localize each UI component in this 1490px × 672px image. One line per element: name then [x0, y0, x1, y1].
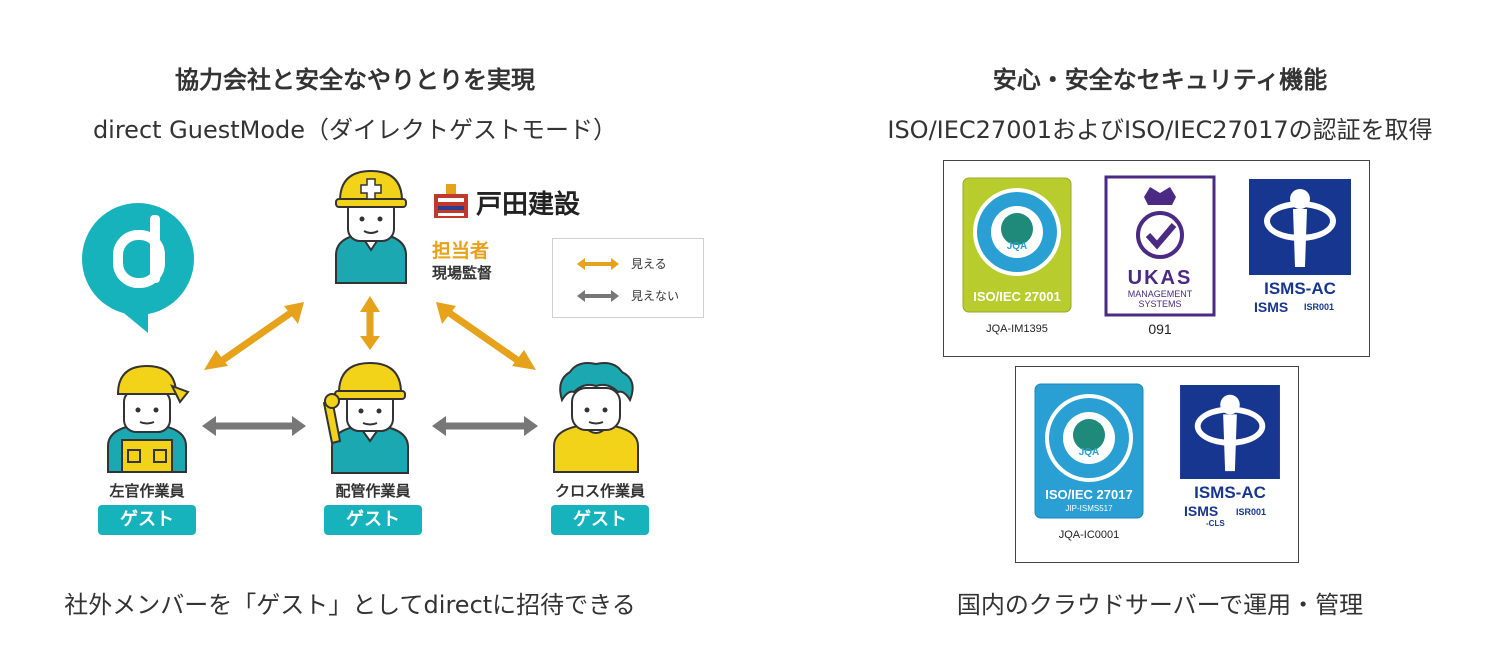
arrow-supervisor-pipe	[360, 296, 380, 350]
supervisor-title: 現場監督	[432, 264, 493, 282]
jqa-27017-sub: JIP-ISMS517	[1065, 504, 1113, 513]
svg-text:JQA: JQA	[1007, 241, 1028, 252]
isms-ac-label: ISMS-AC	[1264, 279, 1336, 298]
guest-tag-pipe: ゲスト	[324, 505, 422, 535]
worker-role-cross: クロス作業員	[554, 482, 645, 500]
left-heading: 協力会社と安全なやりとりを実現	[175, 66, 535, 94]
left-caption: 社外メンバーを「ゲスト」としてdirectに招待できる	[64, 591, 636, 619]
right-caption: 国内のクラウドサーバーで運用・管理	[956, 591, 1364, 619]
arrow-supervisor-plaster	[204, 302, 304, 370]
left-subheading: direct GuestMode（ダイレクトゲストモード）	[92, 116, 618, 144]
legend-visible-label: 見える	[631, 257, 667, 271]
company-name: 戸田建設	[476, 190, 581, 220]
ukas-mark-icon	[1104, 175, 1216, 317]
supervisor-role: 担当者	[432, 240, 490, 262]
jqa-27017-code: JQA-IC0001	[1058, 529, 1120, 541]
jqa-27001-mark-icon: JQA	[962, 177, 1072, 313]
worker-role-plaster: 左官作業員	[109, 482, 185, 500]
svg-text:JQA: JQA	[1079, 447, 1100, 458]
toda-logo-icon	[434, 184, 468, 218]
ukas-sub-line1: MANAGEMENT	[1127, 289, 1193, 299]
isms-cls-sub: ISMS	[1184, 503, 1219, 519]
isms-cls-mark-icon	[1180, 385, 1280, 479]
cert-box-top: JQA ISO/IEC 27001 JQA-IM1395 UKAS MANAGE…	[943, 160, 1370, 357]
guest-tag-cross: ゲスト	[551, 505, 649, 535]
orange-arrow-icon	[577, 257, 619, 270]
legend-visible: 見える	[577, 255, 667, 272]
cross-worker-figure-icon	[553, 362, 639, 473]
relation-arrows	[202, 296, 538, 436]
jqa-27017-label: ISO/IEC 27017	[1045, 487, 1133, 502]
jqa-27001-code: JQA-IM1395	[986, 323, 1048, 335]
gray-arrow-icon	[577, 289, 619, 302]
ukas-number: 091	[1148, 321, 1172, 337]
ukas-name: UKAS	[1127, 267, 1193, 289]
legend-invisible-label: 見えない	[631, 289, 680, 303]
isms-cls-ac-label: ISMS-AC	[1194, 483, 1266, 502]
ukas-sub-line2: SYSTEMS	[1138, 299, 1182, 309]
visibility-legend: 見える 見えない	[552, 238, 704, 318]
supervisor-figure-icon	[335, 169, 407, 284]
right-subheading: ISO/IEC27001およびISO/IEC27017の認証を取得	[887, 116, 1433, 144]
direct-logo-icon	[82, 203, 194, 333]
worker-role-pipe: 配管作業員	[335, 482, 411, 500]
guest-tag-plaster: ゲスト	[98, 505, 196, 535]
legend-invisible: 見えない	[577, 287, 679, 304]
isms-mark-icon	[1249, 179, 1351, 275]
isms-sub: ISMS	[1254, 299, 1289, 315]
jqa-27001-label: ISO/IEC 27001	[973, 289, 1061, 304]
arrow-supervisor-cross	[436, 302, 536, 370]
isms-code: ISR001	[1304, 302, 1335, 312]
isms-cls-code: ISR001	[1236, 507, 1267, 517]
isms-cls-sub2: -CLS	[1206, 519, 1225, 528]
ukas-sub: MANAGEMENT SYSTEMS	[1104, 289, 1216, 309]
cert-box-bottom: JQA ISO/IEC 27017 JIP-ISMS517 JQA-IC0001…	[1015, 366, 1299, 563]
right-heading: 安心・安全なセキュリティ機能	[992, 66, 1328, 94]
plasterer-figure-icon	[107, 364, 190, 473]
arrow-pipe-cross	[432, 416, 538, 436]
jqa-27017-mark-icon: JQA	[1034, 383, 1144, 519]
plumber-figure-icon	[322, 361, 409, 474]
arrow-plaster-pipe	[202, 416, 306, 436]
